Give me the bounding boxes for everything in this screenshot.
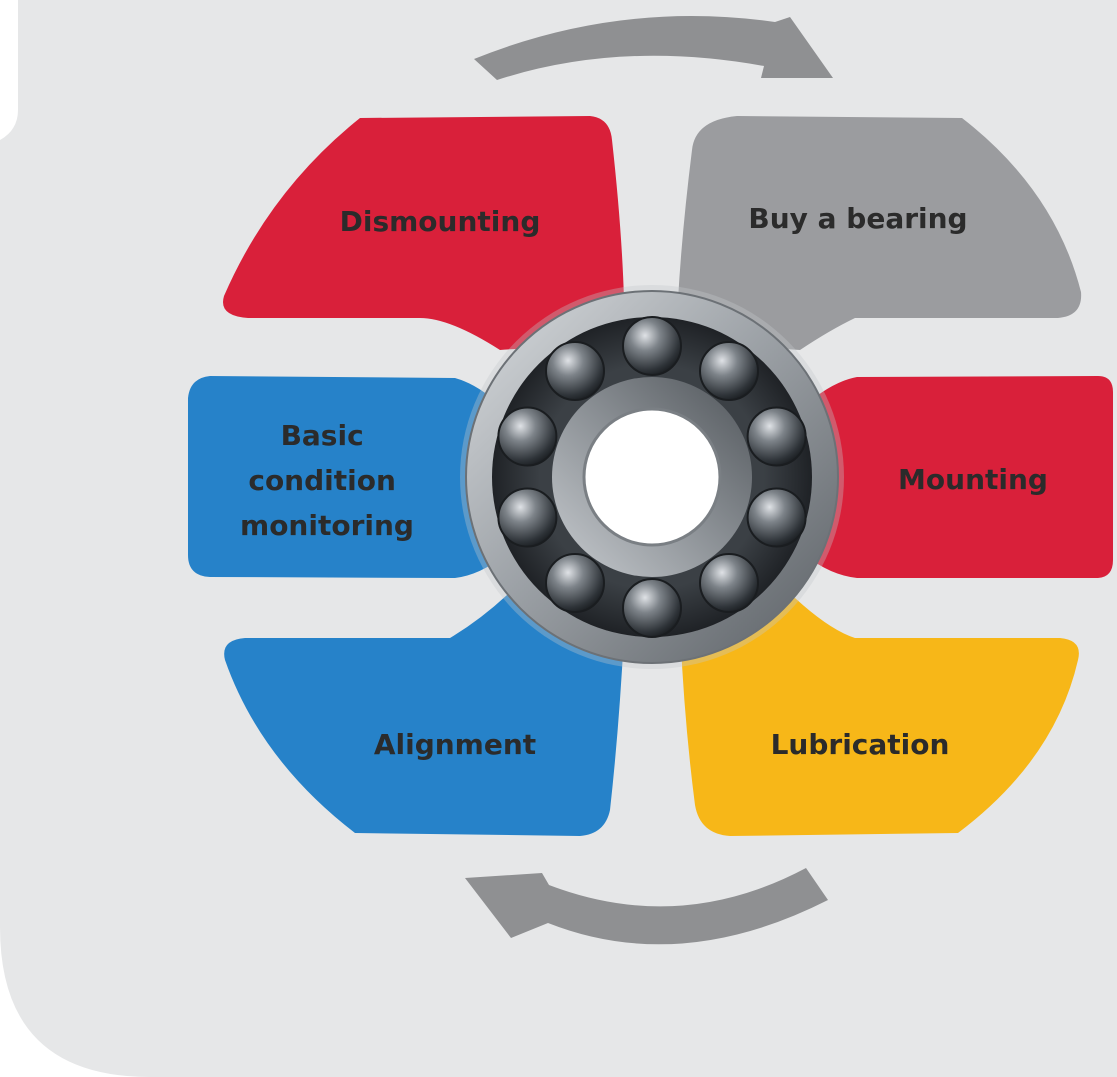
label-basic-condition-monitoring: Basic condition monitoring [240, 419, 414, 542]
bearing-ball [699, 553, 759, 613]
label-dismounting: Dismounting [340, 205, 541, 238]
bearing-ball [622, 578, 682, 638]
bearing-ball [699, 341, 759, 401]
bearing-ball [746, 406, 807, 467]
label-lubrication: Lubrication [771, 728, 950, 761]
segment-basic-condition-monitoring[interactable] [188, 376, 505, 578]
bearing-ball [746, 487, 807, 548]
segment-lubrication[interactable] [680, 598, 1079, 836]
bearing-ball [497, 406, 558, 467]
segment-alignment[interactable] [224, 595, 625, 836]
bearing-ball [497, 487, 558, 548]
label-alignment: Alignment [374, 728, 536, 761]
label-mounting: Mounting [898, 463, 1048, 496]
bearing-ball [622, 316, 682, 376]
cycle-arrow-bottom [465, 868, 828, 945]
segment-buy-a-bearing[interactable] [678, 116, 1082, 355]
ball-bearing-icon [460, 285, 844, 669]
segment-mounting[interactable] [800, 376, 1113, 578]
bearing-ball [545, 341, 605, 401]
bearing-ball [545, 553, 605, 613]
label-buy-a-bearing: Buy a bearing [748, 202, 967, 235]
segment-dismounting[interactable] [223, 116, 624, 360]
cycle-arrow-top [474, 16, 833, 80]
